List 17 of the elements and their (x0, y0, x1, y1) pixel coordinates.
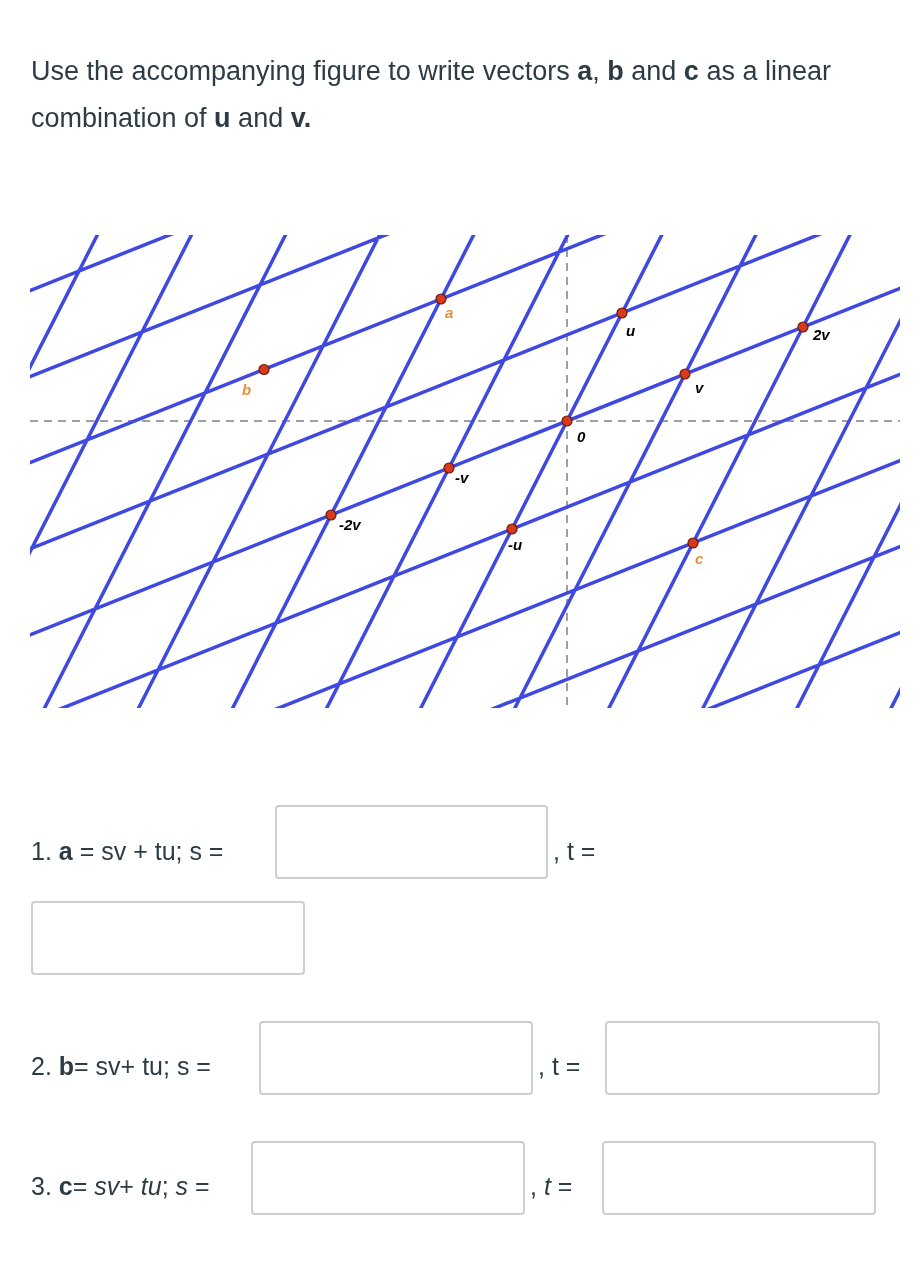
point-label: -v (455, 470, 469, 485)
question-text: 2. b= sv+ tu; s = (31, 1051, 211, 1081)
point-label: 2v (813, 327, 830, 342)
point-label: -u (508, 537, 523, 552)
point-label: 0 (577, 429, 586, 444)
point-label: -2v (339, 517, 361, 532)
question-text: , t = (530, 1171, 573, 1201)
question-text: , t = (538, 1051, 581, 1081)
question-text: 3. c= sv+ tu; s = (31, 1171, 210, 1201)
point-label: u (626, 323, 636, 338)
point-label: v (695, 380, 704, 395)
instruction-text: Use the accompanying figure to write vectors a, b and c as a linear combination of u and v. (31, 55, 832, 135)
question-text: 1. a = sv + tu; s = (31, 836, 224, 866)
point-label: c (695, 551, 704, 566)
point-label: a (445, 305, 454, 320)
question-text: , t = (553, 836, 596, 866)
point-label: b (242, 381, 252, 397)
